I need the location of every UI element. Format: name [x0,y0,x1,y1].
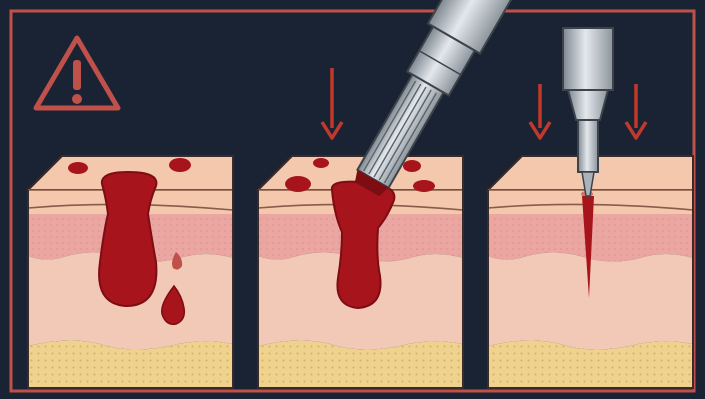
blood-wound [99,172,156,306]
pore [68,162,88,174]
pore [169,158,191,172]
skin-panel-deep-wound [28,156,233,388]
